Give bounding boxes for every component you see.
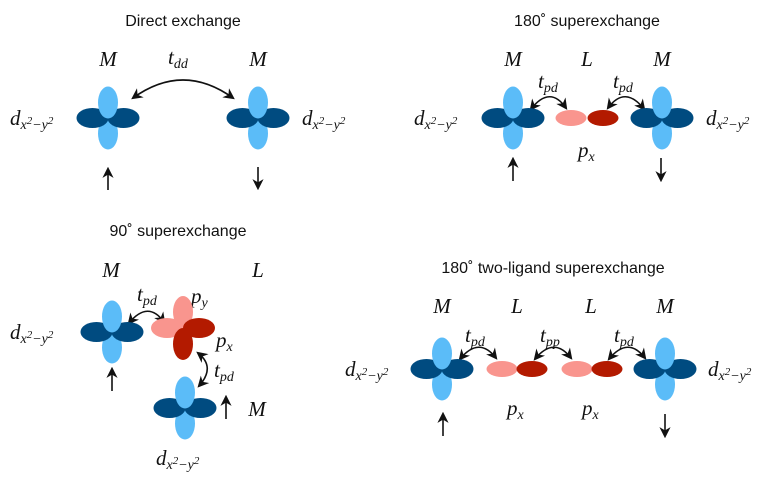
hopping-arrow (131, 79, 235, 100)
panel-two-ligand-superexchange: 180˚ two-ligand superexchange M L L M tp… (345, 260, 752, 439)
orbital-label: dx2−y2 (345, 357, 389, 384)
orbital-label: dx2−y2 (156, 446, 200, 473)
panel-90-superexchange: 90˚ superexchange M L tpd py px tpd M dx… (10, 223, 267, 473)
p-orbital-label: px (576, 138, 596, 165)
p-orbital-cross (151, 296, 215, 360)
py-label: py (189, 284, 209, 311)
d-orbital (80, 300, 144, 364)
hopping-arrow (533, 346, 573, 361)
hopping-label-tpd: tpd (538, 69, 559, 96)
panel-title: 90˚ superexchange (110, 223, 247, 240)
p-orbital-lobe-negative (516, 361, 548, 377)
panel-title: 180˚ two-ligand superexchange (441, 260, 664, 277)
orbital-label: dx2−y2 (706, 106, 750, 133)
orbital-label: dx2−y2 (708, 357, 752, 384)
p-orbital-label: px (505, 396, 525, 423)
d-orbital (633, 337, 697, 401)
d-orbital (226, 86, 290, 150)
orbital-label: dx2−y2 (10, 320, 54, 347)
d-orbital (630, 86, 694, 150)
d-orbital (76, 86, 140, 150)
hopping-label-tdd: tdd (168, 45, 189, 72)
ligand-label: L (580, 47, 593, 71)
p-orbital-lobe-positive (555, 110, 587, 126)
d-orbital (153, 376, 217, 440)
orbital-label: dx2−y2 (302, 106, 346, 133)
p-orbital-label: px (580, 396, 600, 423)
hopping-label-tpd: tpd (614, 323, 635, 350)
hopping-label-tpd: tpd (465, 323, 486, 350)
metal-label: M (248, 47, 268, 71)
orbital-label: dx2−y2 (414, 106, 458, 133)
panel-direct-exchange: Direct exchange M M tdd dx2−y2 dx2−y2 (10, 13, 346, 191)
p-orbital-lobe-positive (486, 361, 518, 377)
p-orbital-lobe-negative (587, 110, 619, 126)
hopping-arrow (606, 95, 646, 111)
metal-label: M (98, 47, 118, 71)
p-orbital-lobe-positive (561, 361, 593, 377)
ligand-label: L (584, 294, 597, 318)
metal-label: M (247, 397, 267, 421)
hopping-label-tpd: tpd (613, 69, 634, 96)
metal-label: M (503, 47, 523, 71)
ligand-label: L (510, 294, 523, 318)
hopping-label-tpd: tpd (214, 358, 235, 385)
p-orbital-lobe-negative (591, 361, 623, 377)
ligand-label: L (251, 258, 264, 282)
hopping-arrow (196, 351, 210, 388)
metal-label: M (432, 294, 452, 318)
hopping-arrow (458, 346, 498, 361)
hopping-arrow (529, 95, 568, 111)
orbital-label: dx2−y2 (10, 106, 54, 133)
metal-label: M (655, 294, 675, 318)
px-label: px (214, 328, 234, 355)
hopping-label-tpd: tpd (137, 282, 158, 309)
hopping-label-tpp: tpp (540, 323, 560, 350)
panel-title: 180˚ superexchange (514, 13, 660, 30)
hopping-arrow (607, 346, 647, 361)
metal-label: M (101, 258, 121, 282)
panel-180-superexchange: 180˚ superexchange M L M tpd tpd dx2−y2 … (414, 13, 750, 183)
d-orbital (481, 86, 545, 150)
panel-title: Direct exchange (125, 13, 241, 30)
metal-label: M (652, 47, 672, 71)
